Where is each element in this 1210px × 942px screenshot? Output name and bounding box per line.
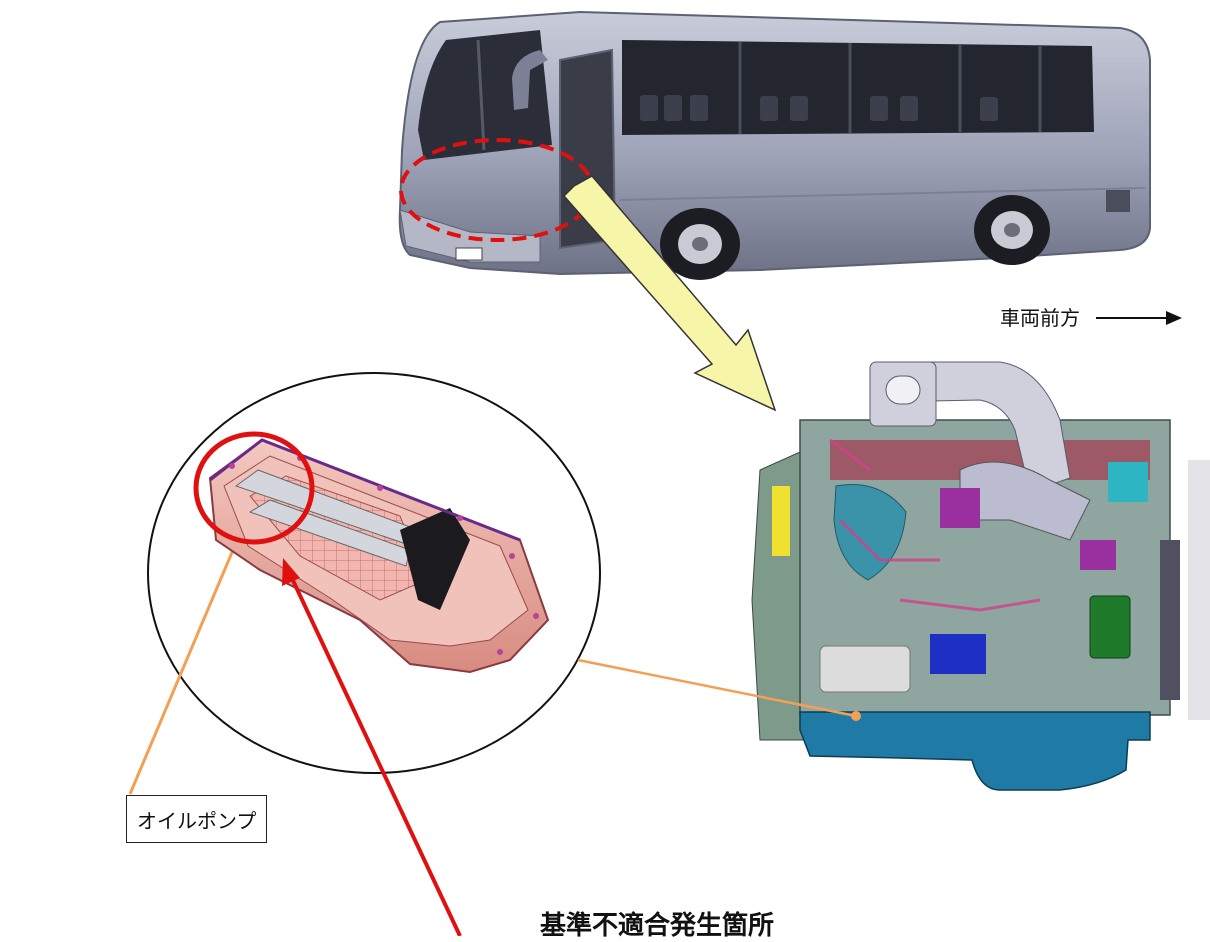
engine-illustration — [751, 361, 1210, 791]
vehicle-direction-label: 車両前方 — [1000, 306, 1080, 330]
pump-leader-line — [128, 549, 235, 795]
oil-pump-highlight — [193, 431, 315, 545]
oil-pump-label: オイルポンプ — [126, 795, 268, 843]
defect-arrow — [287, 571, 462, 936]
bus-wheel-front — [660, 208, 740, 280]
bus-illustration — [398, 10, 1151, 280]
defect-location-label: 基準不適合発生箇所 — [540, 911, 775, 941]
engine-oil-pan — [799, 711, 1151, 791]
bus-wheel-rear — [974, 195, 1050, 265]
zoom-leader-line — [577, 658, 857, 718]
callout-arrow — [562, 175, 777, 412]
oil-pan-detail — [208, 438, 550, 674]
